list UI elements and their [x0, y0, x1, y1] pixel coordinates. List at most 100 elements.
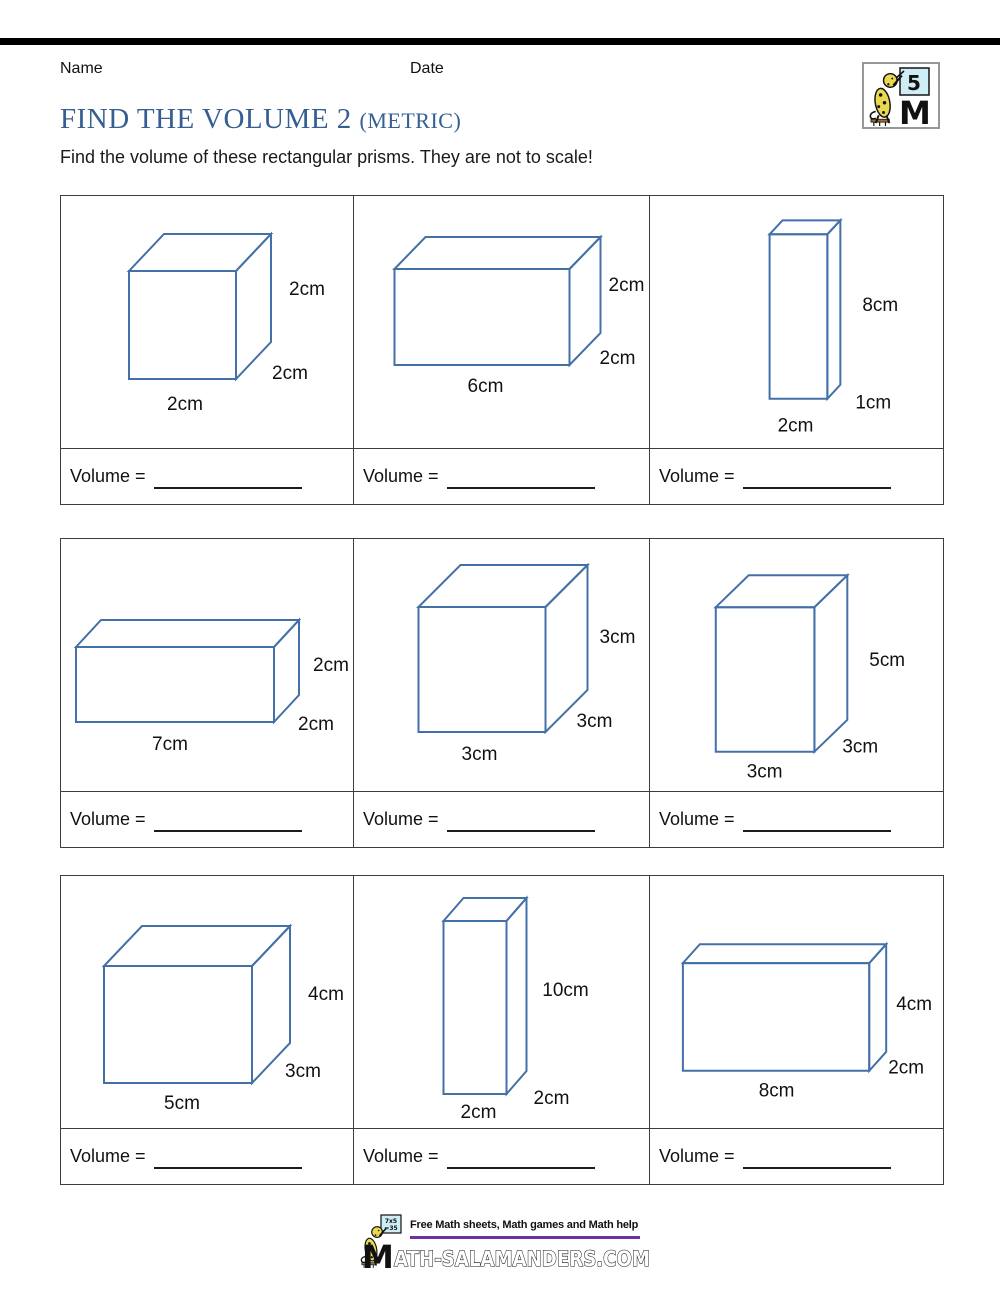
- prism-edge: [251, 923, 291, 1086]
- volume-row-2: Volume = Volume = Volume =: [61, 791, 943, 847]
- dim-label-width: 5cm: [164, 1093, 200, 1114]
- answer-blank-1[interactable]: [153, 486, 302, 489]
- prism-cell-4: 2cm 2cm 7cm: [61, 539, 353, 791]
- volume-cell-6: Volume =: [649, 792, 941, 847]
- answer-blank-8[interactable]: [446, 1166, 595, 1169]
- dim-label-depth: 2cm: [298, 714, 334, 735]
- dim-label-width: 6cm: [468, 376, 504, 397]
- footer-board-line2: =35: [384, 1225, 397, 1232]
- prism-edge: [868, 941, 888, 1074]
- volume-cell-5: Volume =: [353, 792, 649, 847]
- prism-cell-2: 2cm 2cm 6cm: [353, 196, 649, 448]
- dim-label-height: 2cm: [289, 279, 325, 300]
- prism-edge: [393, 268, 571, 366]
- volume-cell-2: Volume =: [353, 449, 649, 504]
- answer-blank-4[interactable]: [153, 829, 302, 832]
- logo-m-letter: M: [899, 94, 931, 127]
- volume-cell-4: Volume =: [61, 792, 353, 847]
- volume-label: Volume =: [363, 466, 439, 486]
- prism-figure-1: 2cm 2cm 2cm: [126, 231, 325, 415]
- dim-label-height: 2cm: [609, 275, 645, 296]
- prism-edge: [768, 233, 829, 400]
- dim-label-width: 3cm: [747, 762, 783, 783]
- footer-logo: 7x5 =35 Free Math sheets, Math games and…: [352, 1212, 662, 1282]
- footer-purple-rule: [410, 1236, 640, 1239]
- prism-edge: [75, 646, 275, 723]
- dim-label-depth: 3cm: [577, 711, 613, 732]
- dim-label-depth: 2cm: [272, 363, 308, 384]
- volume-label: Volume =: [659, 809, 735, 829]
- dim-label-width: 2cm: [167, 394, 203, 415]
- volume-cell-8: Volume =: [353, 1129, 649, 1184]
- date-label: Date: [410, 60, 444, 77]
- name-label: Name: [60, 60, 103, 77]
- dim-label-width: 3cm: [462, 744, 498, 765]
- dim-label-depth: 1cm: [855, 393, 891, 414]
- prism-edge: [128, 270, 237, 380]
- prism-edge: [101, 925, 293, 967]
- prism-edge: [73, 619, 302, 648]
- prism-edge: [680, 943, 889, 965]
- dim-label-height: 5cm: [869, 650, 905, 671]
- volume-row-1: Volume = Volume = Volume =: [61, 448, 943, 504]
- page-title-main: FIND THE VOLUME 2: [60, 103, 352, 135]
- volume-label: Volume =: [70, 1146, 146, 1166]
- prism-cell-1: 2cm 2cm 2cm: [61, 196, 353, 448]
- prism-edge: [392, 236, 603, 270]
- prism-edge: [568, 234, 602, 368]
- volume-label: Volume =: [70, 466, 146, 486]
- volume-label: Volume =: [659, 466, 735, 486]
- answer-blank-7[interactable]: [153, 1166, 302, 1169]
- volume-label: Volume =: [659, 1146, 735, 1166]
- top-divider-rule: [0, 38, 1000, 45]
- prism-edge: [273, 617, 300, 725]
- dim-label-height: 4cm: [896, 994, 932, 1015]
- prism-edge: [442, 920, 508, 1095]
- volume-row-3: Volume = Volume = Volume =: [61, 1128, 943, 1184]
- dim-label-height: 4cm: [308, 984, 344, 1005]
- answer-blank-6[interactable]: [742, 829, 891, 832]
- dim-label-width: 7cm: [152, 734, 188, 755]
- logo-badge-number: 5: [907, 71, 921, 95]
- prism-edge: [826, 217, 842, 402]
- volume-cell-9: Volume =: [649, 1129, 941, 1184]
- dim-label-width: 2cm: [461, 1102, 497, 1123]
- prism-edge: [714, 606, 816, 753]
- prism-edge: [505, 895, 528, 1097]
- problems-area: 2cm 2cm 2cm 2cm 2cm 6cm 8cm 1cm 2cm Volume = V…: [60, 195, 944, 1185]
- answer-blank-9[interactable]: [742, 1166, 891, 1169]
- dim-label-depth: 2cm: [888, 1058, 924, 1079]
- volume-label: Volume =: [363, 809, 439, 829]
- dim-label-height: 2cm: [313, 655, 349, 676]
- footer-board-line1: 7x5: [385, 1218, 397, 1225]
- prism-edge: [441, 897, 529, 922]
- dim-label-height: 8cm: [862, 295, 898, 316]
- answer-blank-5[interactable]: [446, 829, 595, 832]
- volume-cell-7: Volume =: [61, 1129, 353, 1184]
- salamander-logo: M 5: [862, 62, 940, 129]
- salamander-icon: [869, 72, 903, 126]
- footer-salamander-icon: 7x5 =35: [360, 1214, 402, 1268]
- logo-board: [899, 67, 930, 96]
- prism-edge: [813, 572, 849, 755]
- prism-edge: [544, 562, 589, 735]
- answer-blank-2[interactable]: [446, 486, 595, 489]
- dim-label-depth: 2cm: [600, 348, 636, 369]
- problems-table-1: 2cm 2cm 2cm 2cm 2cm 6cm 8cm 1cm 2cm Volume = V…: [60, 195, 944, 505]
- answer-blank-3[interactable]: [742, 486, 891, 489]
